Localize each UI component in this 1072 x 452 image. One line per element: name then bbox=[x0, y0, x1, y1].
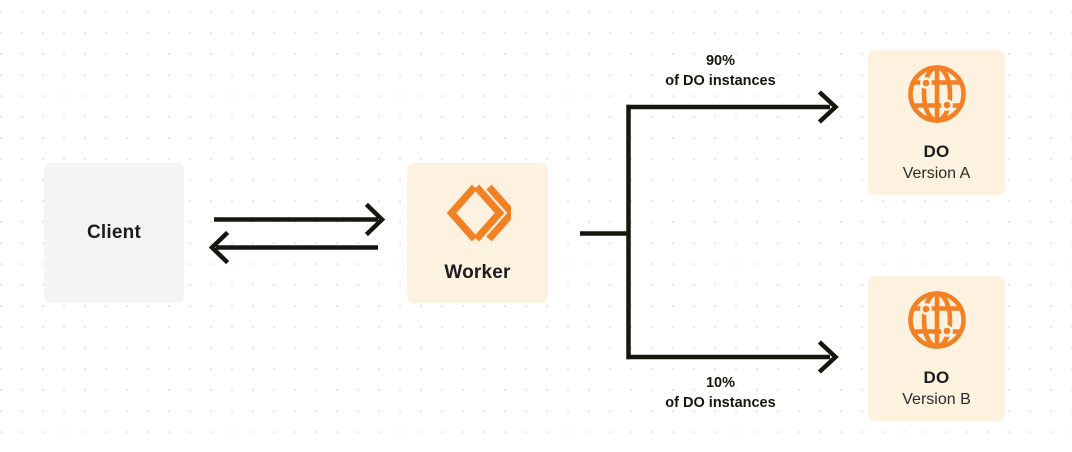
edge-client-to-worker bbox=[214, 202, 386, 237]
edge-label-top-caption: of DO instances bbox=[665, 73, 776, 89]
node-do-a-title: DO bbox=[923, 141, 950, 161]
edge-label-bottom-percent: 10% bbox=[705, 375, 736, 391]
edge-label-top: 90% of DO instances bbox=[619, 51, 822, 91]
edge-worker-to-client bbox=[208, 230, 378, 265]
globe-icon bbox=[906, 63, 968, 125]
edge-label-bottom: 10% of DO instances bbox=[619, 373, 822, 413]
globe-icon bbox=[906, 289, 968, 351]
edge-label-top-percent: 90% bbox=[705, 53, 736, 69]
edge-label-bottom-caption: of DO instances bbox=[665, 395, 776, 411]
node-do-version-a[interactable]: DO Version A bbox=[868, 50, 1005, 195]
node-do-a-subtitle: Version A bbox=[902, 164, 971, 182]
node-do-version-b[interactable]: DO Version B bbox=[868, 276, 1005, 421]
edge-split-to-do-a bbox=[626, 90, 839, 124]
node-client-label: Client bbox=[87, 222, 141, 243]
node-worker[interactable]: Worker bbox=[407, 163, 548, 303]
node-worker-label: Worker bbox=[444, 262, 511, 283]
edge-split-to-do-b bbox=[626, 340, 839, 374]
node-do-b-subtitle: Version B bbox=[902, 390, 971, 408]
node-do-b-title: DO bbox=[923, 367, 950, 387]
cloudflare-workers-icon bbox=[445, 182, 517, 244]
node-client[interactable]: Client bbox=[44, 163, 184, 303]
